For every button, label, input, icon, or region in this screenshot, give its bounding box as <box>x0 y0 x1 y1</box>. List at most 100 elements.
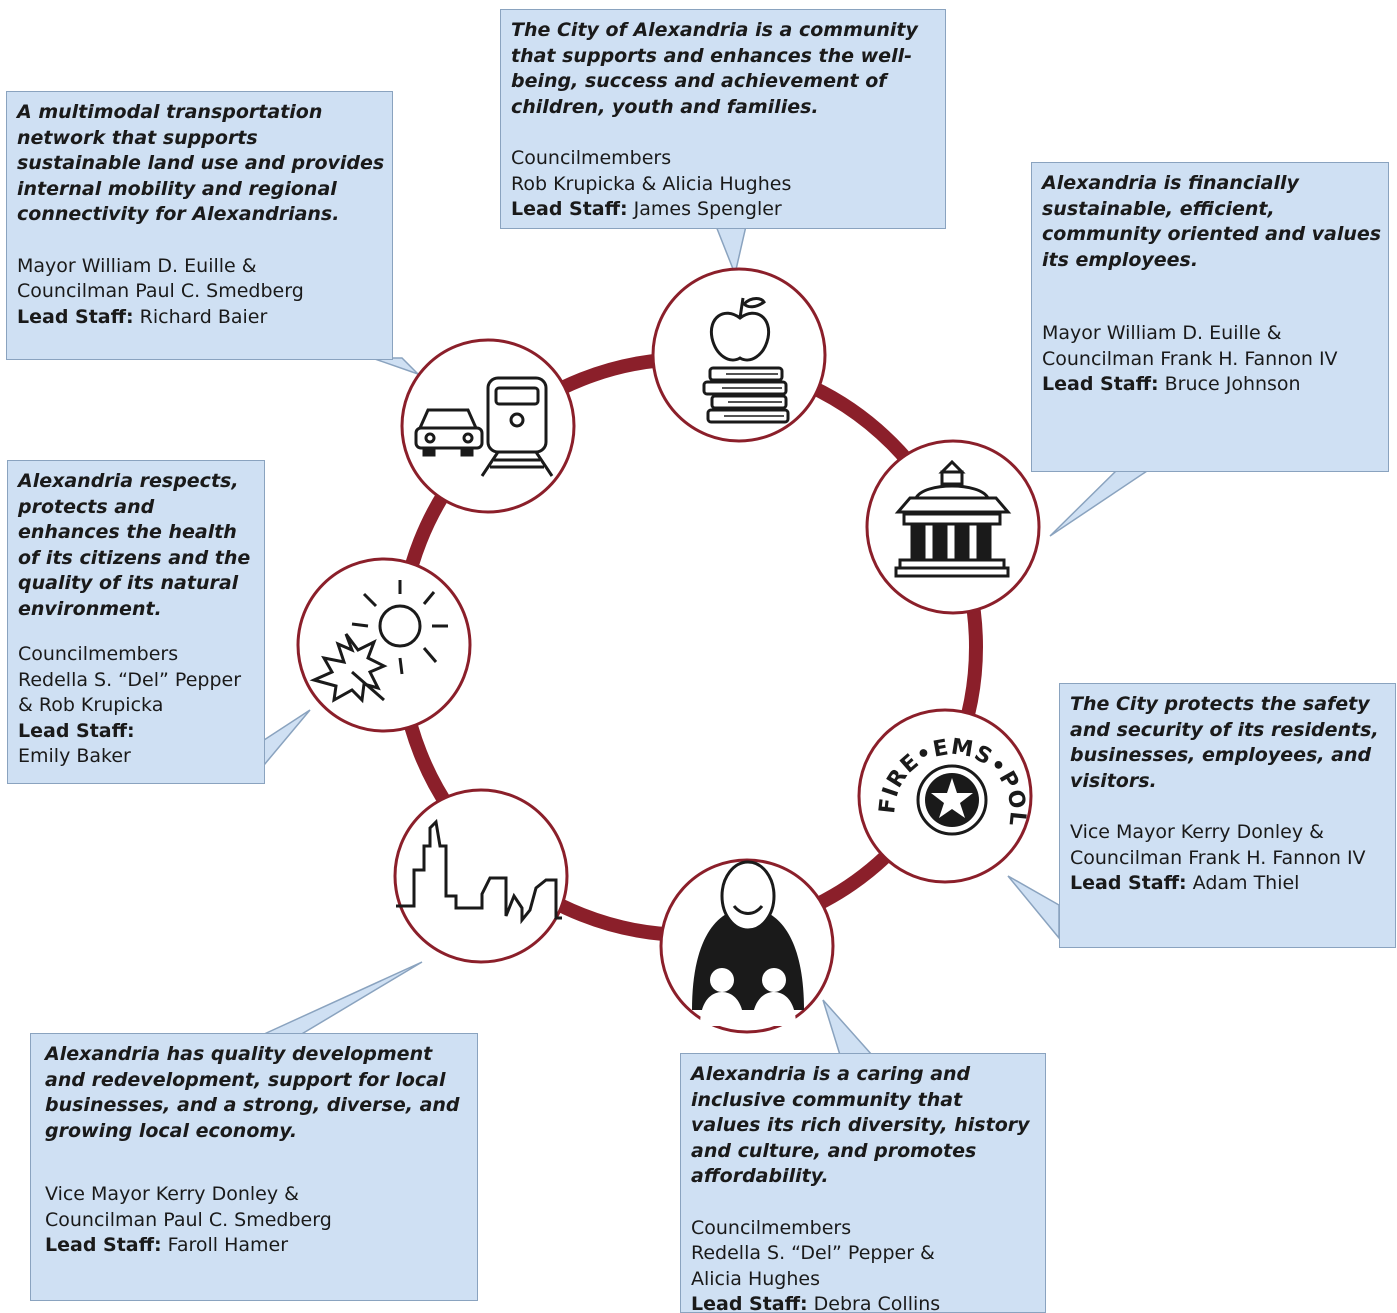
members: Mayor William D. Euille & Councilman Pau… <box>17 254 382 331</box>
goal-line: Alexandria has quality development <box>45 1043 433 1065</box>
member-line: Councilmembers <box>691 1216 852 1239</box>
lead-staff: Lead Staff: Debra Collins <box>691 1292 1035 1313</box>
lead-staff-name: Adam Thiel <box>1186 872 1300 894</box>
members: Vice Mayor Kerry Donley & Councilman Fra… <box>1070 820 1385 897</box>
goal-line: The City protects the safety <box>1070 693 1370 715</box>
member-line: Vice Mayor Kerry Donley & <box>45 1183 299 1205</box>
goal-line: A multimodal transportation <box>17 101 323 123</box>
goal-line: quality of its natural <box>18 572 239 594</box>
member-line: Councilmembers <box>18 643 179 665</box>
lead-staff-label: Lead Staff: <box>18 719 135 742</box>
goal-line: network that supports <box>17 126 258 149</box>
member-line: Councilman Paul C. Smedberg <box>17 280 304 302</box>
goal-statement: A multimodal transportation network that… <box>17 100 385 228</box>
pointer-transportation <box>371 357 419 375</box>
member-line: Rob Krupicka & Alicia Hughes <box>511 172 792 195</box>
goal-line: protects and <box>18 495 155 518</box>
badge-star <box>931 778 973 818</box>
lead-staff-name: Debra Collins <box>807 1293 941 1313</box>
goal-box-children: The City of Alexandria is a community th… <box>500 9 946 229</box>
lead-staff-label: Lead Staff: <box>691 1293 808 1313</box>
pointer-health <box>263 709 311 768</box>
goal-statement: Alexandria is a caring and inclusive com… <box>691 1062 1035 1190</box>
goal-line: The City of Alexandria is a community <box>511 19 918 41</box>
goal-line: children, youth and families. <box>511 95 819 118</box>
goal-statement: The City protects the safety and securit… <box>1070 692 1385 794</box>
goal-line: growing local economy. <box>45 1119 298 1142</box>
member-line: Councilman Frank H. Fannon IV <box>1042 347 1338 370</box>
goal-line: community oriented and values <box>1042 223 1382 245</box>
goal-line: Alexandria is a caring and <box>691 1063 971 1085</box>
goal-statement: Alexandria has quality development and r… <box>45 1042 467 1144</box>
goal-line: environment. <box>18 597 162 620</box>
goal-line: connectivity for Alexandrians. <box>17 203 340 225</box>
member-line: Mayor William D. Euille & <box>17 254 257 277</box>
lead-staff-name: Richard Baier <box>133 305 268 328</box>
goal-line: affordability. <box>691 1165 829 1187</box>
apple-books-icon <box>702 297 790 424</box>
icon-circles <box>296 267 1041 1034</box>
lead-staff: Lead Staff: Bruce Johnson <box>1042 372 1378 398</box>
goal-statement: Alexandria respects, protects and enhanc… <box>18 469 254 622</box>
goal-line: values its rich diversity, history <box>691 1114 1030 1136</box>
lead-staff-name: Faroll Hamer <box>161 1234 289 1256</box>
member-line: Councilman Paul C. Smedberg <box>45 1208 332 1231</box>
members: Mayor William D. Euille & Councilman Fra… <box>1042 321 1378 398</box>
circle-children <box>651 267 827 443</box>
pointer-financial <box>1049 468 1153 537</box>
goal-box-economy: Alexandria has quality development and r… <box>30 1033 478 1301</box>
circle-financial <box>865 439 1041 615</box>
pointer-safety <box>1007 875 1060 941</box>
goal-line: Alexandria is financially <box>1042 172 1299 194</box>
goal-line: visitors. <box>1070 769 1157 792</box>
goal-line: being, success and achievement of <box>511 70 887 92</box>
goal-statement: The City of Alexandria is a community th… <box>511 18 935 120</box>
pointer-caring <box>822 999 874 1056</box>
members: Vice Mayor Kerry Donley & Councilman Pau… <box>45 1182 467 1259</box>
member-line: Councilmembers <box>511 147 672 169</box>
city-skyline-icon <box>396 818 562 925</box>
lead-staff: Lead Staff: James Spengler <box>511 197 935 223</box>
goal-line: that supports and enhances the well- <box>511 44 912 67</box>
goal-line: sustainable, efficient, <box>1042 197 1275 220</box>
goal-line: its employees. <box>1042 248 1199 271</box>
goal-line: and culture, and promotes <box>691 1139 977 1162</box>
sun-leaf-icon <box>309 580 448 704</box>
member-line: Councilman Frank H. Fannon IV <box>1070 846 1366 869</box>
member-line: Alicia Hughes <box>691 1267 820 1290</box>
goal-statement: Alexandria is financially sustainable, e… <box>1042 171 1382 273</box>
goal-line: of its citizens and the <box>18 546 251 569</box>
lead-staff-label: Lead Staff: <box>511 198 628 220</box>
lead-staff-label: Lead Staff: <box>45 1234 162 1256</box>
goal-line: businesses, employees, and <box>1070 744 1372 766</box>
pointer-children <box>714 225 747 277</box>
goal-box-safety: The City protects the safety and securit… <box>1059 683 1396 948</box>
members: Councilmembers Redella S. “Del” Pepper &… <box>18 642 254 770</box>
goal-box-caring: Alexandria is a caring and inclusive com… <box>680 1053 1046 1313</box>
goal-line: businesses, and a strong, diverse, and <box>45 1094 460 1116</box>
lead-staff-name: Emily Baker <box>18 745 131 767</box>
member-line: Mayor William D. Euille & <box>1042 322 1282 344</box>
goal-line: and security of its residents, <box>1070 718 1379 741</box>
goal-box-health: Alexandria respects, protects and enhanc… <box>7 460 265 784</box>
government-building-icon <box>894 459 1012 578</box>
goal-box-financial: Alexandria is financially sustainable, e… <box>1031 162 1389 472</box>
lead-staff: Lead Staff: Adam Thiel <box>1070 871 1385 897</box>
lead-staff-name: Bruce Johnson <box>1158 373 1301 395</box>
goal-line: enhances the health <box>18 521 237 543</box>
lead-staff-label: Lead Staff: <box>1070 872 1187 894</box>
goal-line: Alexandria respects, <box>18 470 239 492</box>
member-line: Redella S. “Del” Pepper & <box>691 1242 935 1264</box>
goal-line: inclusive community that <box>691 1088 963 1111</box>
lead-staff-label: Lead Staff: <box>17 305 134 328</box>
family-icon <box>692 860 804 1026</box>
member-line: & Rob Krupicka <box>18 694 164 716</box>
members: Councilmembers Rob Krupicka & Alicia Hug… <box>511 146 935 223</box>
goal-box-transportation: A multimodal transportation network that… <box>6 91 393 360</box>
lead-staff-label: Lead Staff: <box>1042 373 1159 395</box>
goal-line: and redevelopment, support for local <box>45 1068 446 1091</box>
lead-staff: Lead Staff: Richard Baier <box>17 305 382 331</box>
circle-economy <box>393 788 569 964</box>
goal-line: sustainable land use and provides <box>17 152 385 174</box>
goal-line: internal mobility and regional <box>17 177 337 200</box>
